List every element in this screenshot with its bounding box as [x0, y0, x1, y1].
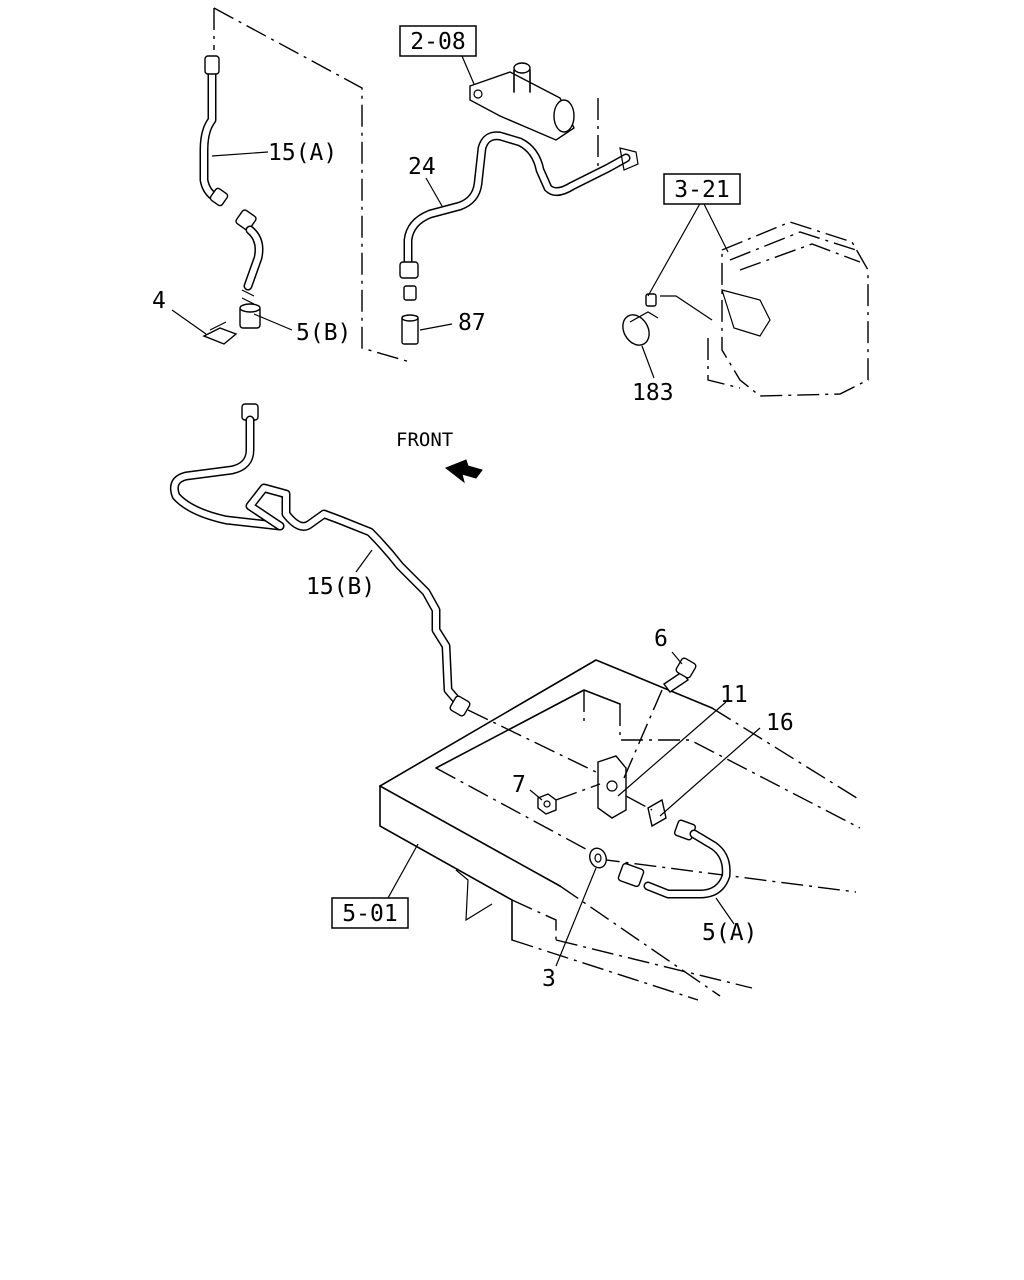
- label-16: 16: [766, 710, 794, 736]
- label-15a: 15(A): [268, 140, 337, 166]
- master-cylinder-2-08: [469, 62, 599, 172]
- ref-box-5-01: 5-01: [331, 897, 409, 929]
- upper-reference-line: [213, 7, 411, 363]
- front-direction-arrow: [445, 459, 483, 484]
- ref-box-2-08: 2-08: [399, 25, 477, 57]
- reservoir-3-21: [660, 221, 869, 397]
- label-87: 87: [458, 310, 486, 336]
- front-label: FRONT: [396, 429, 453, 451]
- ref-box-2-08-text: 2-08: [410, 29, 465, 55]
- label-4: 4: [152, 288, 166, 314]
- ref-box-3-21-text: 3-21: [674, 177, 729, 203]
- leader-lines: [171, 55, 761, 967]
- clip-4: [202, 321, 238, 345]
- hose-5b: [235, 209, 264, 329]
- washer-3: [589, 847, 607, 869]
- label-183: 183: [632, 380, 674, 406]
- fitting-87: [401, 314, 419, 345]
- bracket-11: [597, 755, 627, 819]
- pipe-15b: [169, 403, 471, 717]
- label-3: 3: [542, 966, 556, 992]
- hose-5a: [617, 819, 731, 899]
- pipe-15a: [199, 55, 229, 207]
- label-15b: 15(B): [306, 574, 375, 600]
- nut-7: [537, 793, 557, 815]
- ref-box-3-21: 3-21: [663, 173, 741, 205]
- label-24: 24: [408, 154, 436, 180]
- pipe-24: [399, 131, 639, 301]
- label-5b: 5(B): [296, 320, 351, 346]
- label-11: 11: [720, 682, 748, 708]
- label-6: 6: [654, 626, 668, 652]
- hose-clamp-183: [622, 293, 659, 346]
- label-7: 7: [512, 772, 526, 798]
- plate-16: [647, 798, 667, 828]
- ref-box-5-01-text: 5-01: [342, 901, 397, 927]
- label-5a: 5(A): [702, 920, 757, 946]
